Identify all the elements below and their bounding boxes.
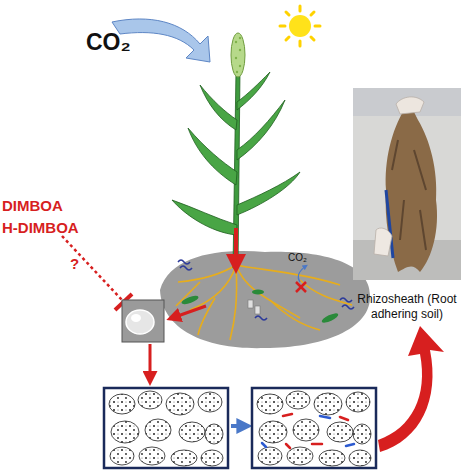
- co2-label: CO₂: [86, 30, 131, 55]
- plant-illustration: [172, 33, 300, 268]
- compound-label: DIMBOA: [2, 198, 63, 215]
- soil-aggregate-panel: [104, 388, 228, 468]
- root-system: [176, 265, 352, 340]
- sun-symbol: [280, 6, 320, 46]
- flow-arrow: [172, 306, 206, 318]
- carbon-flow-arrow: [234, 228, 238, 266]
- question-mark: ?: [70, 256, 79, 273]
- photo-caption: Rhizosheath (Root adhering soil): [351, 292, 463, 322]
- result-arrow: [378, 326, 444, 452]
- soil-aggregate-panel: [252, 388, 376, 468]
- co2-release-arrow: [298, 266, 306, 282]
- co2-label: CO₂: [288, 252, 307, 263]
- soil-patch: [160, 251, 370, 348]
- flow-arrow: [149, 344, 152, 380]
- inhibition-line: [62, 236, 122, 300]
- mucilage-inset: [122, 300, 164, 342]
- photo-panel: Rhizosheath (Root adhering soil): [351, 86, 463, 322]
- blocked-mark: [296, 282, 306, 292]
- transition-arrow: [231, 424, 246, 428]
- rhizosheath-photo: [353, 88, 461, 280]
- compound-label: H-DIMBOA: [2, 220, 79, 237]
- exudate-squiggles: [178, 260, 354, 320]
